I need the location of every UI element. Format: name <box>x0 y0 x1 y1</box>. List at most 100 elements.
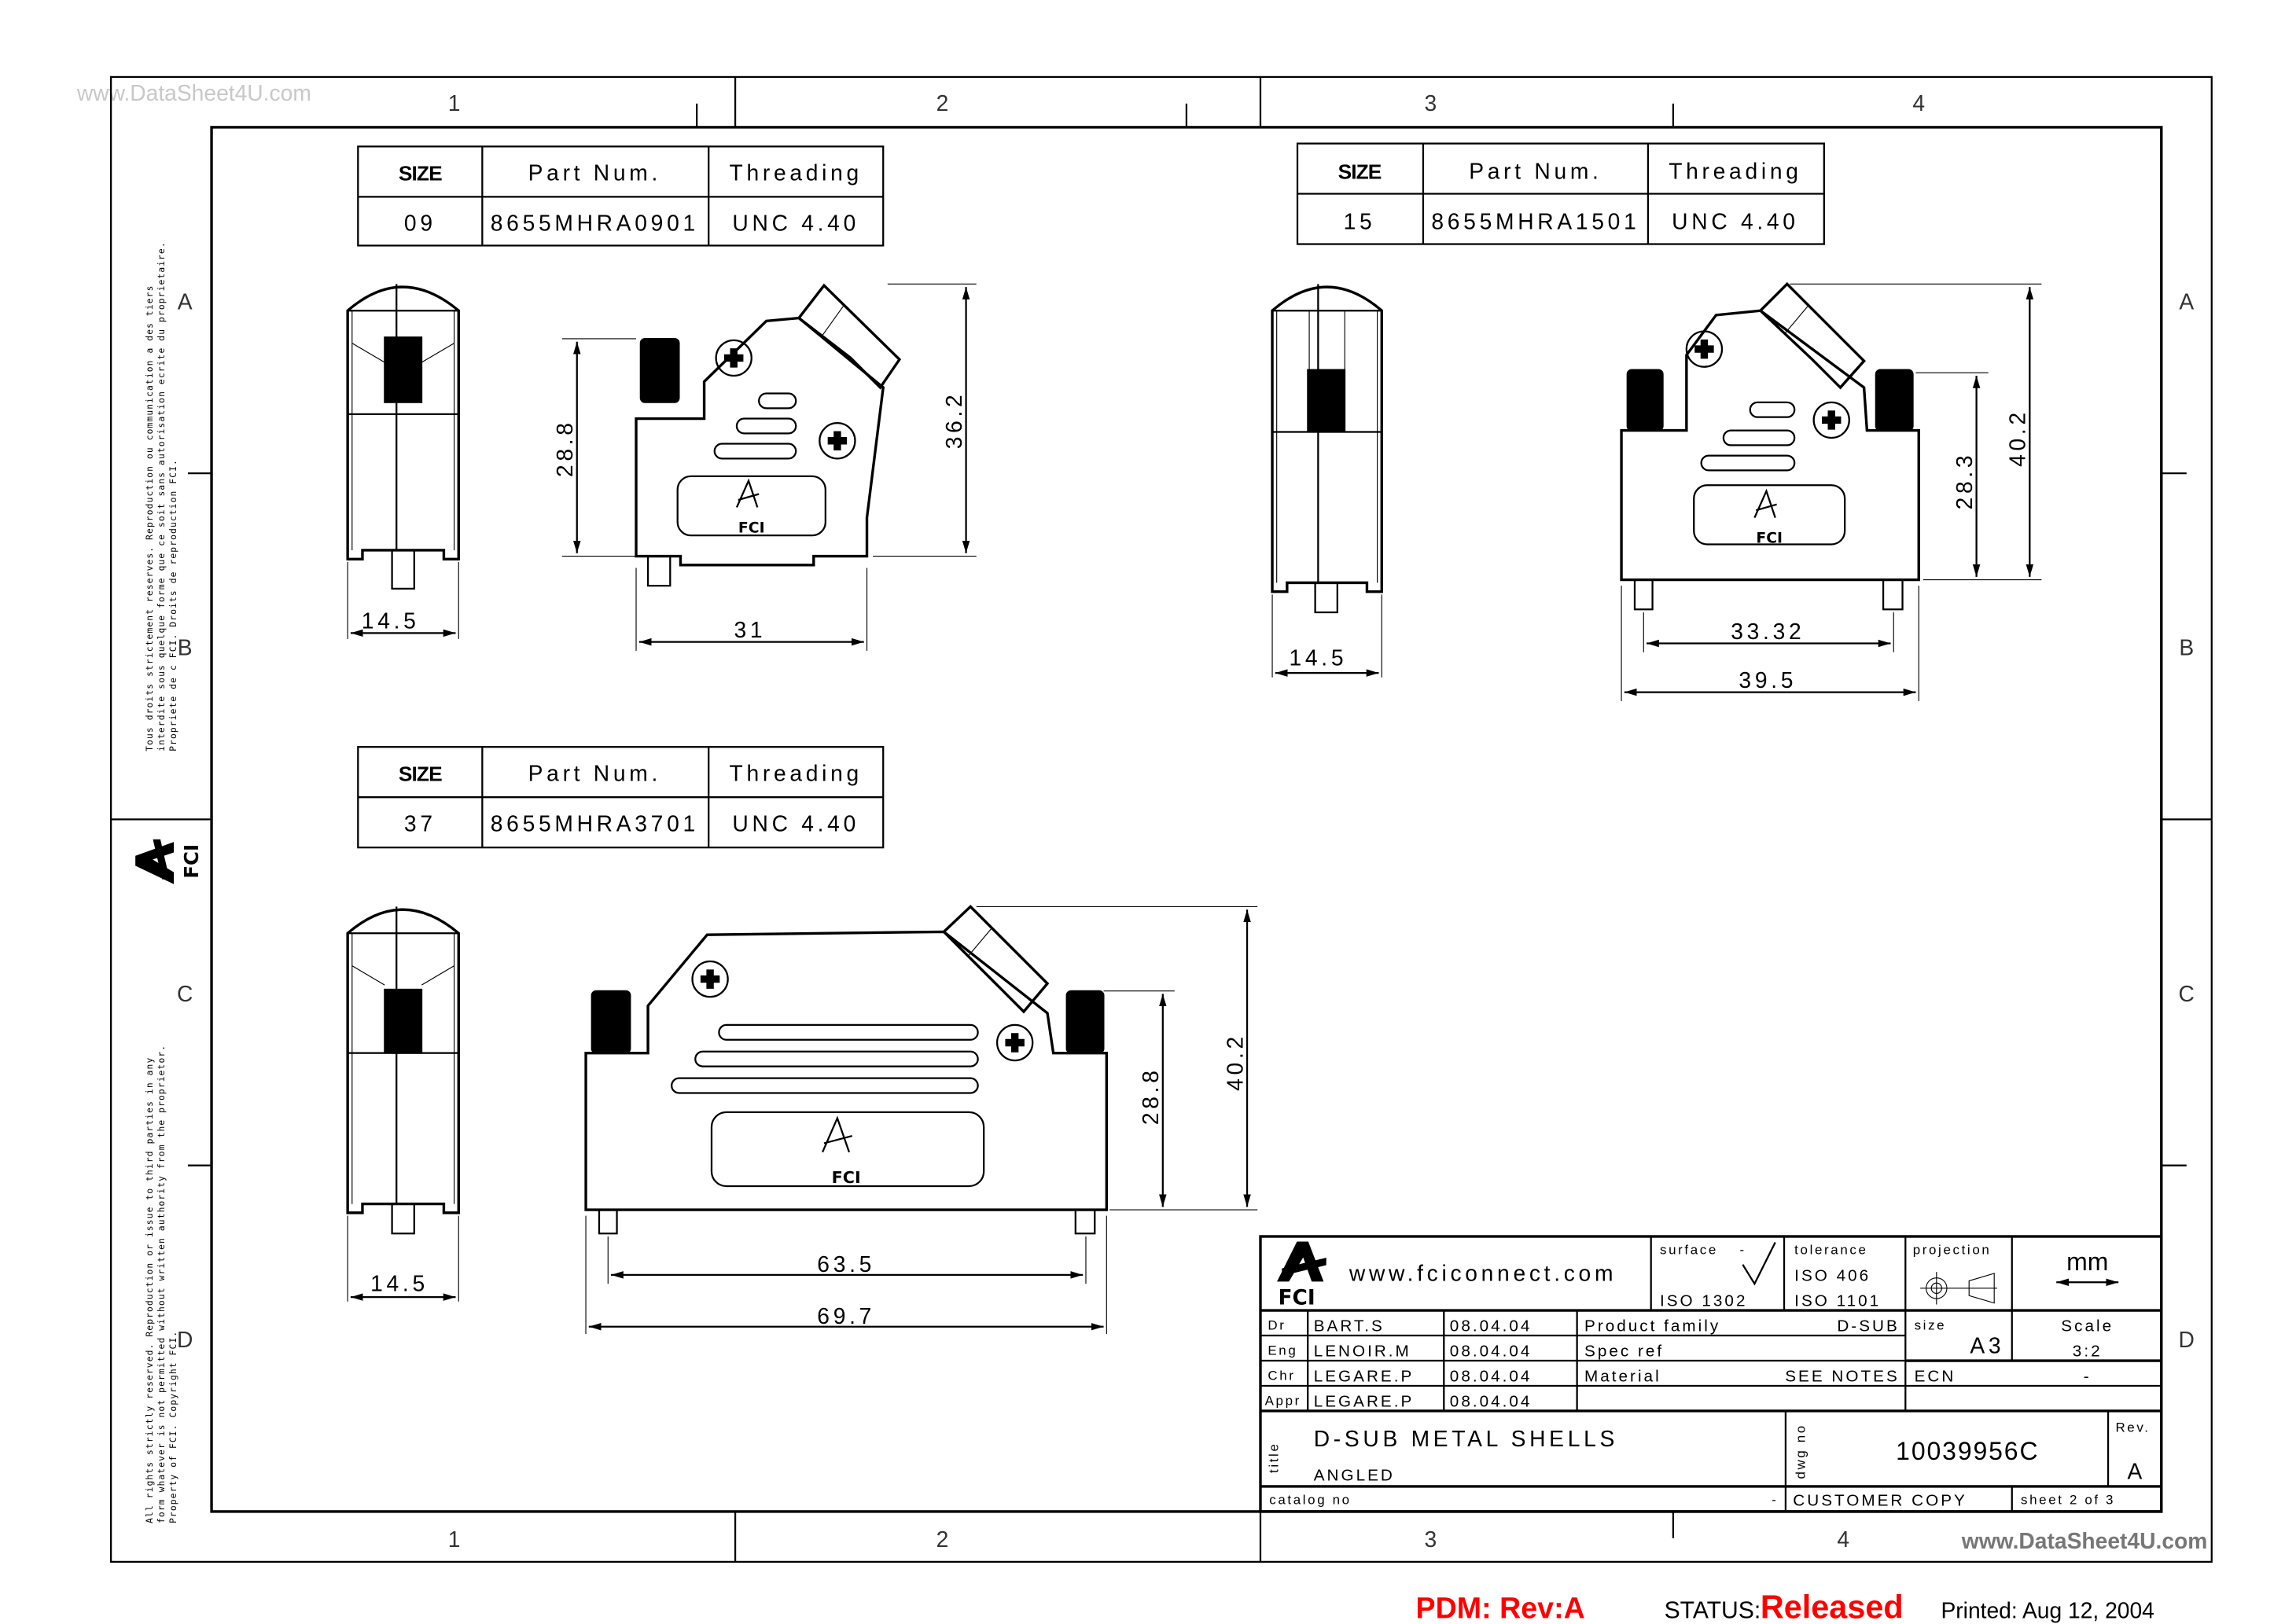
watermark-top: www.DataSheet4U.com <box>76 80 311 105</box>
part-logo-text: FCI <box>738 520 765 536</box>
table-cell-part-num: 8655MHRA1501 <box>1431 209 1639 234</box>
fci-a-icon <box>822 1115 852 1153</box>
projection-symbol-icon <box>1920 1272 1997 1305</box>
website: www.fciconnect.com <box>1349 1260 1617 1285</box>
dim-side-width: 14.5 <box>370 1271 429 1296</box>
table-cell-threading: UNC 4.40 <box>732 211 859 236</box>
fci-logo: FCI <box>1277 1241 1326 1310</box>
table-header-part-num: Part Num. <box>528 160 661 186</box>
zone-dividers <box>111 76 2212 1562</box>
zone-row-d-right: D <box>2179 1327 2195 1352</box>
margin-notes-english: All rights strictly reserved. Reproducti… <box>145 1045 178 1523</box>
zone-labels: 1 2 3 4 1 2 3 4 A B C D A B C D <box>177 90 2195 1552</box>
screw-icon <box>691 960 729 998</box>
zone-col-1-bottom: 1 <box>448 1527 461 1552</box>
printed-date: Printed: Aug 12, 2004 <box>1941 1597 2154 1622</box>
dimensions-09: 14.5 31 28.8 36.2 <box>347 283 977 651</box>
size-label: size <box>1915 1318 1947 1333</box>
status-value: Released <box>1761 1589 1904 1624</box>
dim-height: 28.8 <box>552 419 577 477</box>
rev-label: Rev. <box>2115 1420 2150 1435</box>
product-family-label: Product family <box>1584 1317 1720 1335</box>
margin-note-line: interdite sous quelque forme que ce soit… <box>156 241 167 751</box>
scale-value: 3:2 <box>2073 1342 2103 1360</box>
tolerance-standard-2: ISO 1101 <box>1794 1291 1881 1310</box>
product-family-value: D-SUB <box>1837 1317 1899 1335</box>
table-header-threading: Threading <box>1669 159 1801 184</box>
ecn-label: ECN <box>1915 1367 1956 1385</box>
material-label: Material <box>1584 1367 1661 1385</box>
table-cell-threading: UNC 4.40 <box>1672 209 1799 234</box>
table-cell-part-num: 8655MHRA3701 <box>491 810 699 836</box>
dim-height: 28.8 <box>1138 1067 1163 1125</box>
zone-row-b-right: B <box>2179 635 2194 660</box>
drawing-number: 10039956C <box>1896 1437 2039 1465</box>
zone-row-a: A <box>178 288 193 314</box>
dim-inner-width: 33.32 <box>1731 619 1805 644</box>
approval-date: 08.04.04 <box>1450 1317 1533 1335</box>
dim-overall-height: 40.2 <box>1222 1033 1247 1091</box>
side-view-37 <box>346 906 460 1235</box>
watermark-bottom: www.DataSheet4U.com <box>1961 1528 2208 1553</box>
part-table-15: SIZE Part Num. Threading 15 8655MHRA1501… <box>1296 142 1825 245</box>
margin-note-line: form whatever is not permitted without w… <box>156 1045 167 1523</box>
dim-width: 39.5 <box>1739 667 1797 693</box>
status-label: STATUS: <box>1665 1597 1761 1623</box>
zone-row-a-right: A <box>2179 288 2194 314</box>
projection-label: projection <box>1913 1243 1992 1258</box>
table-header-size: SIZE <box>399 762 442 785</box>
fci-a-icon <box>1753 488 1777 519</box>
dim-inner-width: 63.5 <box>817 1251 875 1277</box>
table-cell-threading: UNC 4.40 <box>732 810 859 836</box>
table-header-size: SIZE <box>1338 160 1382 184</box>
dimensions-37: 14.5 63.5 69.7 28.8 40.2 <box>347 906 1258 1335</box>
margin-note-line: Property of FCI. Copyright FCI. <box>168 1331 178 1523</box>
table-cell-size: 09 <box>404 211 436 236</box>
approval-name: LEGARE.P <box>1314 1392 1415 1410</box>
dim-side-width: 14.5 <box>362 608 420 634</box>
zone-col-4-bottom: 4 <box>1837 1527 1849 1552</box>
table-cell-size: 15 <box>1344 209 1376 234</box>
status-bar: PDM: Rev:A STATUS: Released Printed: Aug… <box>1416 1589 2154 1624</box>
zone-col-3: 3 <box>1425 90 1437 116</box>
table-header-size: SIZE <box>399 162 442 186</box>
front-view-15: FCI <box>1620 281 1920 611</box>
margin-note-line: Tous droits strictement reserves. Reprod… <box>145 285 155 751</box>
dim-side-width: 14.5 <box>1289 645 1347 671</box>
screw-icon <box>819 422 856 460</box>
table-header-part-num: Part Num. <box>1469 159 1602 184</box>
part-logo-text: FCI <box>1756 531 1783 547</box>
title-block: FCI www.fciconnect.com surface - ISO 130… <box>1259 1235 2163 1513</box>
surface-standard: ISO 1302 <box>1660 1291 1748 1310</box>
spec-ref-label: Spec ref <box>1584 1342 1664 1360</box>
copy-type: CUSTOMER COPY <box>1793 1491 1967 1509</box>
tolerance-label: tolerance <box>1794 1243 1867 1258</box>
approval-name: LENOIR.M <box>1314 1342 1411 1360</box>
fci-a-icon <box>735 478 760 508</box>
part-table-37: SIZE Part Num. Threading 37 8655MHRA3701… <box>357 746 885 849</box>
scale-label: Scale <box>2061 1317 2114 1335</box>
approval-role: Eng <box>1268 1343 1297 1358</box>
side-view-09 <box>346 284 460 590</box>
sheet-number: sheet 2 of 3 <box>2021 1493 2115 1508</box>
fci-logo-text: FCI <box>1279 1287 1315 1310</box>
zone-col-2-bottom: 2 <box>936 1527 949 1552</box>
approval-role: Dr <box>1268 1318 1286 1333</box>
zone-row-d: D <box>177 1327 193 1352</box>
tolerance-standard-1: ISO 406 <box>1794 1266 1871 1284</box>
side-view-15 <box>1271 284 1383 614</box>
margin-notes-french: Tous droits strictement reserves. Reprod… <box>145 241 178 751</box>
table-cell-size: 37 <box>404 810 436 836</box>
table-header-threading: Threading <box>730 760 863 785</box>
part-logo-text: FCI <box>832 1168 861 1187</box>
units: mm <box>2066 1247 2108 1276</box>
title-label: title <box>1267 1442 1282 1473</box>
table-header-part-num: Part Num. <box>528 760 661 785</box>
dim-overall-height: 36.2 <box>941 391 966 450</box>
zone-row-c: C <box>177 981 193 1006</box>
size-value: A3 <box>1970 1333 2004 1358</box>
dwg-no-label: dwg no <box>1793 1424 1808 1479</box>
dim-height: 28.3 <box>1952 452 1977 510</box>
approval-name: BART.S <box>1314 1317 1385 1335</box>
material-value: SEE NOTES <box>1785 1367 1900 1385</box>
